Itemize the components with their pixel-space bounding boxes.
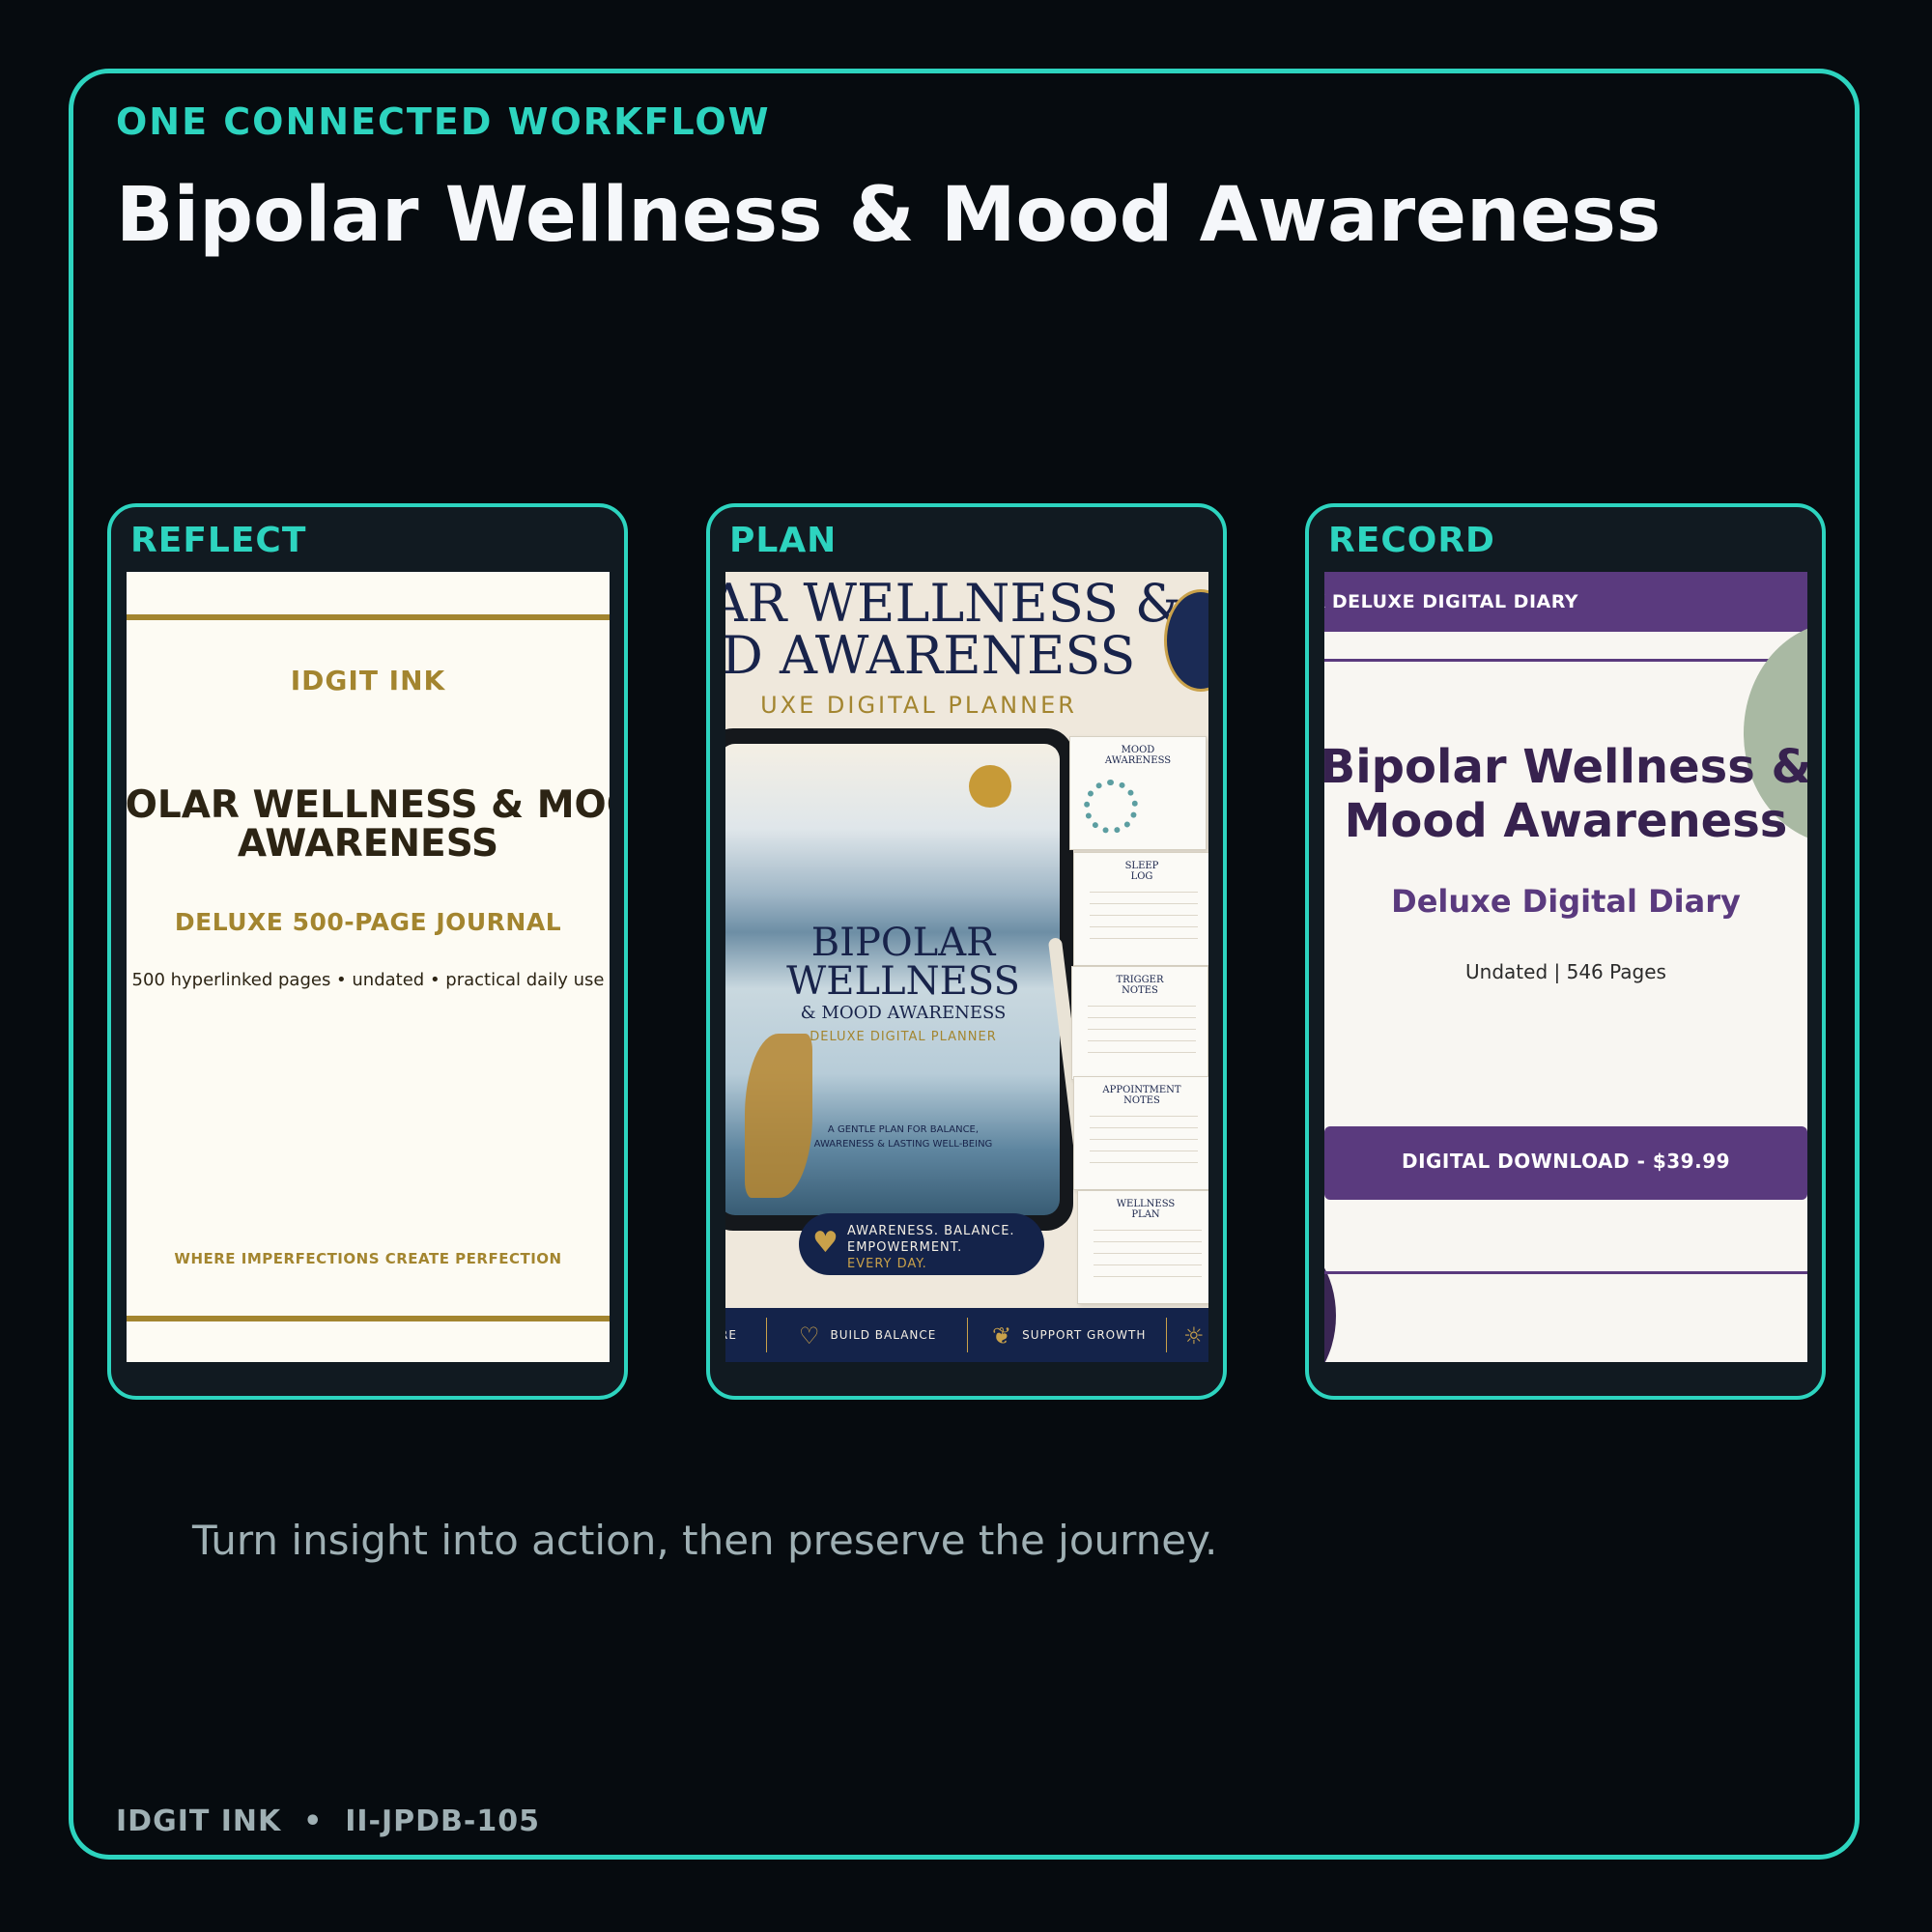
download-button-label: DIGITAL DOWNLOAD - $39.99: [1401, 1150, 1731, 1173]
journal-details: 500 hyperlinked pages • undated • practi…: [131, 970, 605, 990]
eyebrow: ONE CONNECTED WORKFLOW: [116, 100, 771, 143]
strip-item-sun: ☼: [1183, 1323, 1208, 1348]
page-lines: [1094, 1230, 1202, 1288]
strip-item-partial: RE: [725, 1323, 737, 1347]
diary-meta: Undated | 546 Pages: [1465, 960, 1666, 983]
strip-label: RE: [725, 1328, 737, 1342]
page-title-line1: SLEEP: [1124, 861, 1159, 871]
purple-rule-bottom: [1324, 1271, 1807, 1274]
banner-text: AWARENESS. BALANCE. EMPOWERMENT. EVERY D…: [847, 1223, 1015, 1272]
page-trigger-notes: TRIGGER NOTES: [1071, 966, 1208, 1080]
diary-cover-image: IK DELUXE DIGITAL DIARY Bipolar Wellness…: [1324, 572, 1807, 1362]
tablet-title-line1: BIPOLAR: [810, 921, 996, 965]
digital-download-button[interactable]: DIGITAL DOWNLOAD - $39.99: [1324, 1126, 1807, 1200]
tablet-title: BIPOLAR WELLNESS: [778, 923, 1029, 1001]
diary-top-bar: IK DELUXE DIGITAL DIARY: [1324, 572, 1807, 632]
journal-cover-image: IDGIT INK POLAR WELLNESS & MOO AWARENESS…: [127, 572, 610, 1362]
page-title: Bipolar Wellness & Mood Awareness: [116, 172, 1662, 259]
tablet-title-line2: WELLNESS: [786, 959, 1020, 1004]
heart-outline-icon: ♡: [799, 1321, 821, 1350]
journal-subtitle: DELUXE 500-PAGE JOURNAL: [174, 908, 562, 936]
leaf-outline-icon: ❦: [992, 1321, 1013, 1350]
page-title-line2: NOTES: [1123, 1095, 1160, 1106]
sun-outline-icon: ☼: [1183, 1321, 1206, 1350]
planner-title-line2: D AWARENESS: [725, 625, 1136, 686]
footer-brand-code: IDGIT INK • II-JPDB-105: [116, 1804, 540, 1838]
tablet-mockup: BIPOLAR WELLNESS & MOOD AWARENESS DELUXE…: [725, 728, 1073, 1231]
mood-wheel-icon: [1084, 780, 1138, 834]
page-title-line1: TRIGGER: [1116, 975, 1164, 985]
strip-label: BUILD BALANCE: [830, 1328, 937, 1342]
page-sleep-log: SLEEP LOG: [1073, 852, 1208, 966]
tagline: Turn insight into action, then preserve …: [192, 1517, 1218, 1564]
diary-title-line2: Mood Awareness: [1344, 794, 1788, 848]
banner-line3: EVERY DAY.: [847, 1257, 927, 1271]
banner-line1: AWARENESS. BALANCE.: [847, 1224, 1015, 1238]
card-plan[interactable]: PLAN LAR WELLNESS & D AWARENESS UXE DIGI…: [706, 503, 1227, 1400]
page-mood-awareness: MOOD AWARENESS: [1069, 736, 1207, 850]
page-title-sleep: SLEEP LOG: [1074, 861, 1208, 882]
purple-rule-top: [1324, 659, 1807, 662]
card-label: RECORD: [1328, 521, 1495, 560]
tablet-tagline-line2: AWARENESS & LASTING WELL-BEING: [813, 1139, 993, 1150]
strip-divider: [766, 1318, 767, 1352]
strip-divider: [967, 1318, 968, 1352]
banner-line2: EMPOWERMENT.: [847, 1240, 963, 1255]
page-title-line1: APPOINTMENT: [1102, 1085, 1181, 1095]
page-title-line2: LOG: [1130, 871, 1153, 882]
gold-rule-bottom: [127, 1316, 610, 1321]
tablet-tagline: A GENTLE PLAN FOR BALANCE, AWARENESS & L…: [778, 1122, 1029, 1151]
page-wellness-plan: WELLNESS PLAN: [1077, 1190, 1208, 1304]
page-title-line1: WELLNESS: [1116, 1199, 1176, 1209]
diary-subtitle: Deluxe Digital Diary: [1391, 883, 1741, 920]
tablet-subtitle: & MOOD AWARENESS: [800, 1003, 1007, 1023]
leaf-icon: [745, 1034, 812, 1198]
card-reflect[interactable]: REFLECT IDGIT INK POLAR WELLNESS & MOO A…: [107, 503, 628, 1400]
planner-cover-image: LAR WELLNESS & D AWARENESS UXE DIGITAL P…: [725, 572, 1208, 1362]
strip-item-support-growth: ❦ SUPPORT GROWTH: [992, 1323, 1146, 1348]
tablet-tagline-line1: A GENTLE PLAN FOR BALANCE,: [827, 1124, 980, 1135]
tablet-planner-label: DELUXE DIGITAL PLANNER: [810, 1030, 997, 1044]
page-appointment-notes: APPOINTMENT NOTES: [1073, 1076, 1208, 1190]
page-title-trigger: TRIGGER NOTES: [1072, 975, 1208, 996]
strip-label: SUPPORT GROWTH: [1022, 1328, 1147, 1342]
diary-title: Bipolar Wellness & Mood Awareness: [1324, 740, 1807, 848]
page-lines: [1090, 892, 1198, 950]
card-label: REFLECT: [130, 521, 307, 560]
diary-title-line1: Bipolar Wellness &: [1324, 740, 1807, 794]
sun-icon: [969, 765, 1011, 808]
heart-icon: ♥: [812, 1226, 838, 1260]
planner-pages-stack: MOOD AWARENESS SLEEP LOG TRIGGER NOTES: [1069, 736, 1208, 1316]
planner-title: LAR WELLNESS & D AWARENESS: [725, 578, 1208, 682]
journal-motto: WHERE IMPERFECTIONS CREATE PERFECTION: [174, 1250, 562, 1267]
page-title-line2: NOTES: [1122, 985, 1158, 996]
page-lines: [1090, 1116, 1198, 1174]
card-record[interactable]: RECORD IK DELUXE DIGITAL DIARY Bipolar W…: [1305, 503, 1826, 1400]
outer-frame: [69, 69, 1860, 1860]
page-title-line1: MOOD: [1121, 745, 1155, 755]
page-title-mood: MOOD AWARENESS: [1070, 745, 1206, 766]
gold-rule-top: [127, 614, 610, 620]
journal-title-line1: POLAR WELLNESS & MOO: [127, 783, 610, 827]
strip-item-build-balance: ♡ BUILD BALANCE: [799, 1323, 936, 1348]
awareness-banner: ♥ AWARENESS. BALANCE. EMPOWERMENT. EVERY…: [799, 1213, 1044, 1275]
strip-divider: [1166, 1318, 1167, 1352]
brand-name: IDGIT INK: [290, 665, 446, 696]
page-lines: [1088, 1006, 1196, 1064]
feature-strip: RE ♡ BUILD BALANCE ❦ SUPPORT GROWTH ☼: [725, 1308, 1208, 1362]
page-title-appointment: APPOINTMENT NOTES: [1074, 1085, 1208, 1106]
purple-circle-decoration: [1324, 1238, 1336, 1362]
planner-title-line1: LAR WELLNESS &: [725, 573, 1182, 634]
diary-top-bar-text: IK DELUXE DIGITAL DIARY: [1324, 591, 1579, 612]
page-title-wellness: WELLNESS PLAN: [1078, 1199, 1208, 1220]
journal-title: POLAR WELLNESS & MOO AWARENESS: [127, 786, 610, 864]
page-title-line2: AWARENESS: [1104, 755, 1172, 766]
tablet-screen: BIPOLAR WELLNESS & MOOD AWARENESS DELUXE…: [725, 744, 1060, 1215]
journal-title-line2: AWARENESS: [237, 822, 499, 866]
page-title-line2: PLAN: [1131, 1209, 1160, 1220]
planner-subtitle: UXE DIGITAL PLANNER: [760, 692, 1077, 719]
card-label: PLAN: [729, 521, 838, 560]
